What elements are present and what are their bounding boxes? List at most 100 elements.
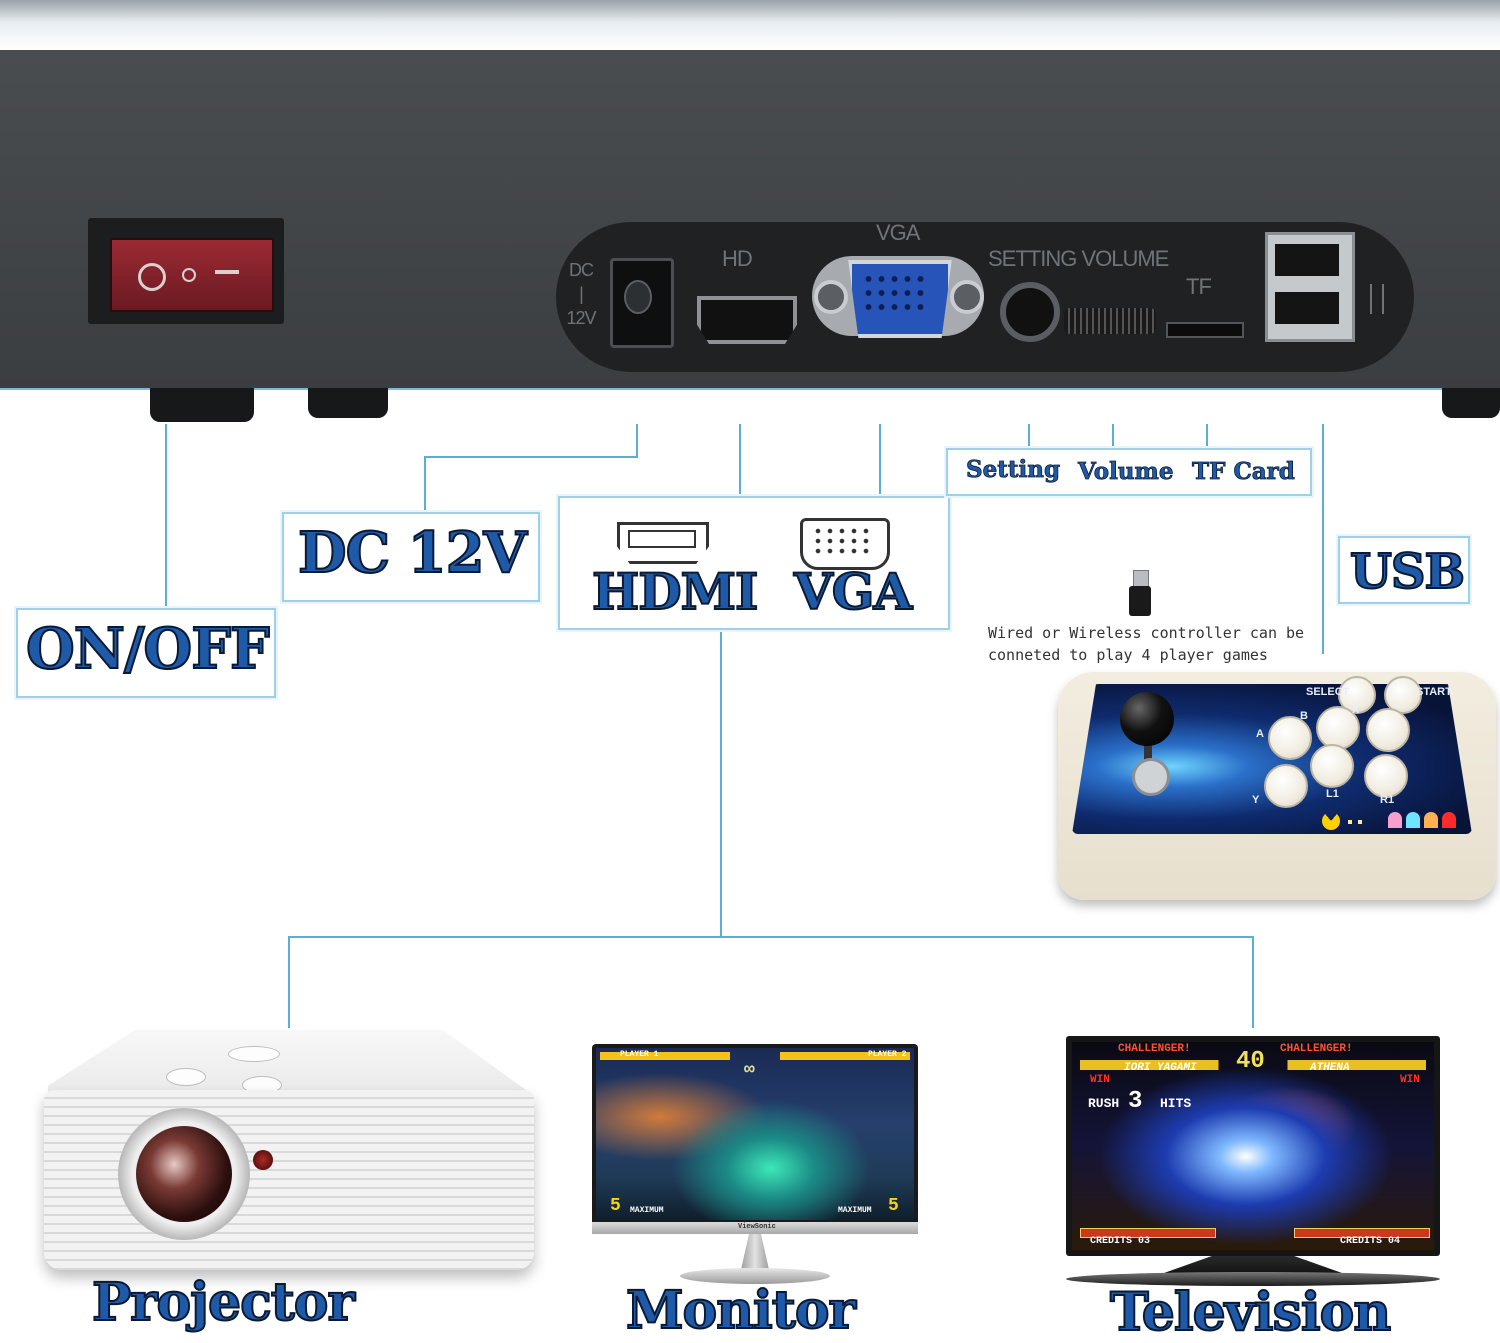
setting-button-jack[interactable] [1000, 282, 1060, 342]
hdmi-port[interactable] [697, 296, 797, 344]
tv-name-left: IORI YAGAMI [1124, 1062, 1197, 1074]
monitor-brand: ViewSonic [738, 1223, 776, 1231]
tf-card-slot[interactable] [1166, 322, 1244, 338]
monitor-base [680, 1268, 830, 1284]
usb-dongle-icon [1129, 586, 1151, 616]
b-tag: B [1300, 710, 1308, 722]
tv-credits-left: CREDITS 03 [1090, 1236, 1151, 1247]
television-screen [1072, 1042, 1434, 1250]
tv-hit-count: 3 [1128, 1088, 1143, 1115]
controller-note-line-2: conneted to play 4 player games [988, 646, 1268, 664]
port-label-vga: VGA [876, 220, 920, 245]
vga-screw-left-icon [814, 280, 848, 314]
tv-challenger-left: CHALLENGER! [1118, 1043, 1191, 1055]
r1-tag: R1 [1380, 794, 1395, 806]
volume-label: Volume [1078, 458, 1174, 486]
port-label-hd: HD [722, 246, 753, 271]
vga-label: VGA [793, 561, 913, 622]
console-foot-left-2 [308, 388, 388, 418]
callout-on-off: ON/OFF [16, 608, 276, 698]
line-volume [1112, 424, 1114, 450]
line-dc-b [424, 456, 638, 458]
controller-note-line-1: Wired or Wireless controller can be [988, 624, 1305, 642]
ghost-orange-icon [1424, 812, 1438, 828]
x-button[interactable] [1316, 706, 1360, 750]
l1-tag: L1 [1326, 788, 1339, 800]
monitor-player1: PLAYER 1 [620, 1050, 659, 1059]
line-vga [879, 424, 881, 496]
vga-pins [862, 272, 928, 316]
television-label: Television [1109, 1281, 1392, 1343]
line-dc-c [424, 456, 426, 512]
pellet-icon [1348, 820, 1352, 824]
ghost-cyan-icon [1406, 812, 1420, 828]
monitor-chin [592, 1222, 918, 1234]
hdmi-icon-inner [628, 530, 696, 548]
tv-credits-right: CREDITS 04 [1340, 1236, 1401, 1247]
tv-hits: HITS [1160, 1096, 1192, 1111]
monitor-screen [596, 1048, 914, 1220]
monitor-round-right: 5 [888, 1196, 899, 1216]
y-button[interactable] [1264, 764, 1308, 808]
line-output-branch [288, 936, 1254, 938]
a-tag: A [1256, 728, 1264, 740]
vga-screw-right-icon [950, 280, 984, 314]
extra-button-top[interactable] [1366, 708, 1410, 752]
l1-button[interactable] [1310, 744, 1354, 788]
console-top-surface [0, 0, 1500, 52]
power-on-icon [215, 270, 239, 274]
joystick-ball-icon[interactable] [1120, 692, 1174, 746]
projector-ir-sensor-icon [253, 1150, 273, 1170]
start-tag: START [1416, 686, 1452, 698]
usb-port-1[interactable] [1275, 244, 1339, 276]
television-base [1066, 1272, 1440, 1286]
projector-label: Projector [91, 1271, 356, 1334]
line-television [1252, 936, 1254, 1028]
tv-rush: RUSH [1088, 1096, 1120, 1111]
monitor-player2: PLAYER 2 [868, 1050, 907, 1059]
line-on-off [165, 424, 167, 610]
select-tag: SELECT [1306, 686, 1350, 698]
b-button[interactable] [1268, 716, 1312, 760]
port-label-setting-volume: SETTING VOLUME [988, 246, 1169, 271]
hdmi-icon [617, 522, 709, 564]
monitor-health-bars [600, 1052, 910, 1060]
console-foot-left-1 [150, 388, 254, 422]
usb-port-2[interactable] [1275, 292, 1339, 324]
projector-button-3 [228, 1046, 280, 1062]
monitor-round-left: 5 [610, 1196, 621, 1216]
usb-symbol-icon [1370, 284, 1384, 314]
y-tag: Y [1252, 794, 1260, 806]
tv-power-gauge-left [1080, 1228, 1216, 1238]
callout-dc-12v: DC 12V [282, 512, 540, 602]
tv-health-bars [1080, 1060, 1426, 1070]
x-tag: X [1352, 704, 1360, 716]
tv-power-gauge-right [1294, 1228, 1430, 1238]
line-usb [1322, 424, 1324, 654]
r1-button[interactable] [1364, 754, 1408, 798]
monitor-maximum-left: MAXIMUM [630, 1206, 664, 1215]
tv-timer: 40 [1236, 1048, 1265, 1075]
callout-usb: USB [1338, 536, 1470, 604]
dc-12v-label: DC 12V [297, 519, 528, 587]
line-hdmi [739, 424, 741, 496]
ghost-red-icon [1442, 812, 1456, 828]
pellet-icon [1358, 820, 1362, 824]
monitor-maximum-right: MAXIMUM [838, 1206, 872, 1215]
setting-label: Setting [966, 456, 1061, 484]
line-output-trunk [720, 626, 722, 938]
joystick-shaft [1144, 742, 1152, 764]
tf-card-label: TF Card [1192, 458, 1296, 486]
port-label-tf: TF [1186, 274, 1212, 299]
callout-setting-volume-tf: Setting Volume TF Card [946, 448, 1312, 496]
power-indicator-icon [182, 268, 196, 282]
pacman-icon [1322, 812, 1340, 830]
tv-win-right: WIN [1400, 1074, 1420, 1086]
line-projector [288, 936, 290, 1028]
tv-challenger-right: CHALLENGER! [1280, 1043, 1353, 1055]
volume-wheel[interactable] [1064, 308, 1156, 334]
usb-label: USB [1349, 543, 1466, 601]
line-tf [1206, 424, 1208, 450]
projector-button-1 [166, 1068, 206, 1086]
vga-icon-pins [812, 526, 872, 556]
